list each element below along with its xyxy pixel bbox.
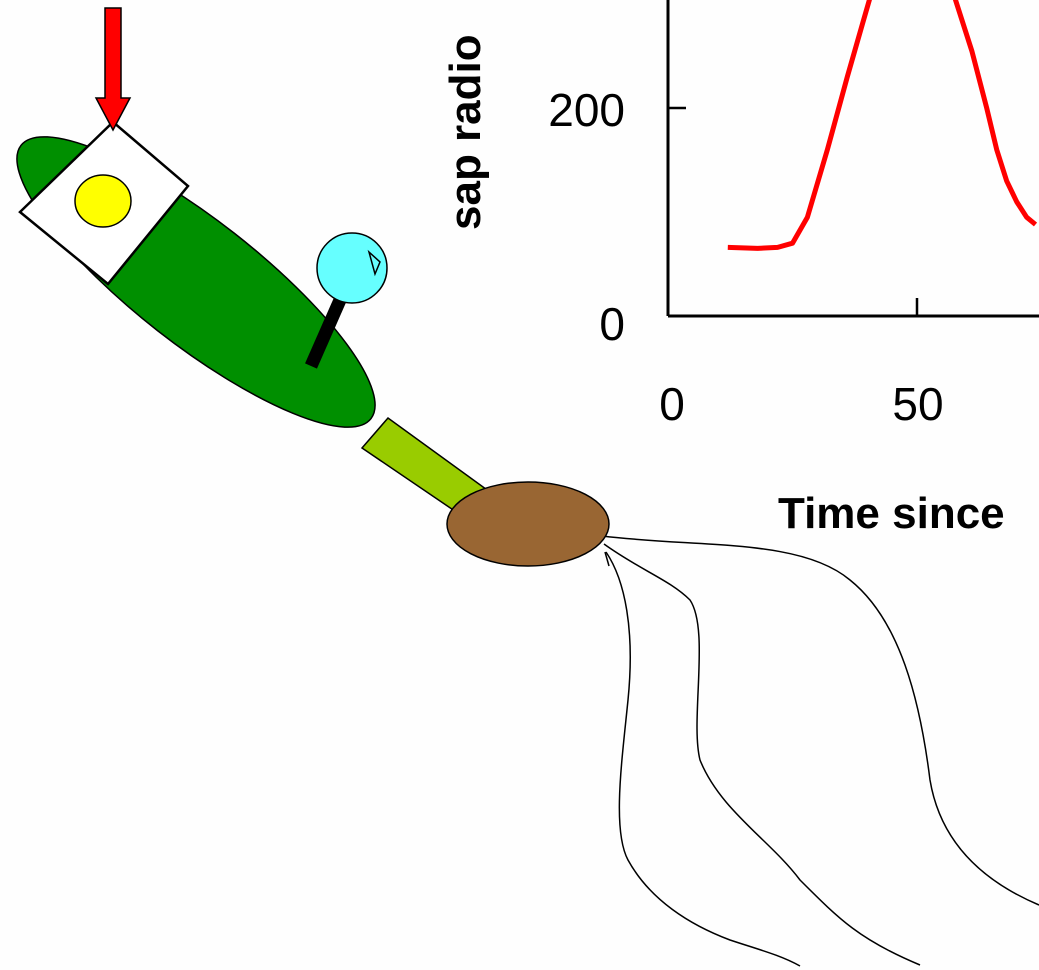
arrow-shape xyxy=(94,7,132,132)
probe-window xyxy=(367,249,381,277)
series-line-0 xyxy=(727,0,1038,251)
yellow-spot xyxy=(74,174,132,228)
y-axis-title: sap radio xyxy=(441,34,490,230)
y-tick-label-0: 0 xyxy=(599,298,625,350)
root-outer xyxy=(601,535,1039,906)
series-layer xyxy=(727,0,1038,251)
y-tick-label-200: 200 xyxy=(548,84,625,136)
roots xyxy=(601,535,1039,967)
x-tick-label-0: 0 xyxy=(659,378,685,430)
root-middle xyxy=(603,543,921,966)
seed xyxy=(446,481,610,567)
x-axis-title: Time since xyxy=(778,489,1005,538)
x-tick-label-50: 50 xyxy=(892,378,943,430)
white-square-patch xyxy=(18,120,190,286)
root-hair xyxy=(604,551,610,567)
probe-head xyxy=(316,232,388,304)
detector-probe-icon xyxy=(305,232,388,369)
chart: 200 0 0 50 sap radio Time since xyxy=(441,0,1039,538)
red-down-arrow-icon xyxy=(94,7,132,132)
probe-handle xyxy=(305,297,346,369)
root-inner xyxy=(605,551,801,967)
